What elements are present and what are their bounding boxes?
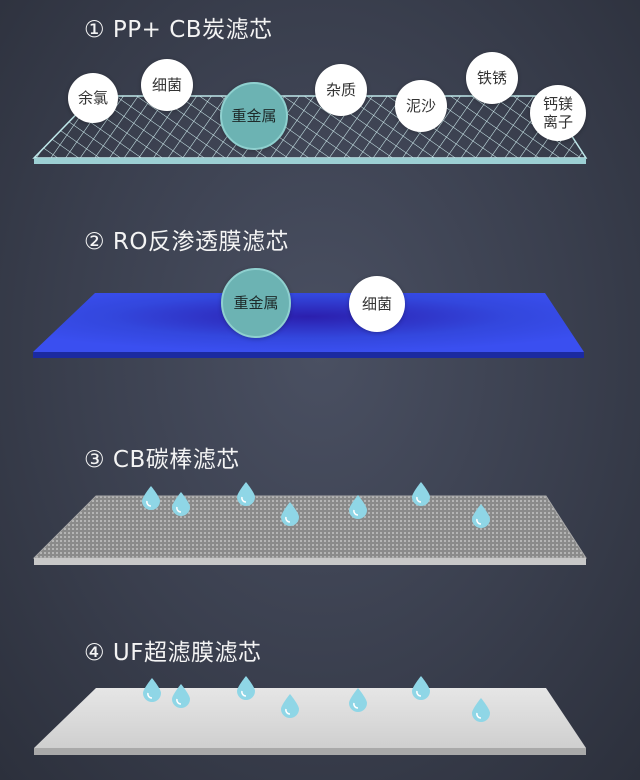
water-drop-icon [412,676,430,700]
bubble-sediment: 泥沙 [395,80,447,132]
bubble-residual-chlorine: 余氯 [68,73,118,123]
bubble-rust: 铁锈 [466,52,518,104]
water-drop-icon [143,678,161,702]
water-drop-icon [472,504,490,528]
water-drop-icon [412,482,430,506]
bubble-impurity: 杂质 [315,64,367,116]
bubble-heavy-metal: 重金属 [220,82,288,150]
water-drop-icon [237,676,255,700]
bubble-bacteria: 细菌 [141,59,193,111]
bubble-ro-heavy-metal: 重金属 [221,268,291,338]
water-drop-icon [349,688,367,712]
water-drop-icon [142,486,160,510]
section-3-title: ③ CB碳棒滤芯 [84,447,240,473]
bubble-calcium-magnesium: 钙镁 离子 [530,85,586,141]
section-1-title: ① PP+ CB炭滤芯 [84,17,273,43]
water-drop-icon [472,698,490,722]
water-drop-icon [349,495,367,519]
water-drop-icon [172,492,190,516]
water-drop-icon [281,694,299,718]
section-2-title: ② RO反渗透膜滤芯 [84,229,290,255]
water-drop-icon [237,482,255,506]
water-drop-icon [281,502,299,526]
section-4-title: ④ UF超滤膜滤芯 [84,640,262,666]
water-drop-icon [172,684,190,708]
bubble-ro-bacteria: 细菌 [349,276,405,332]
